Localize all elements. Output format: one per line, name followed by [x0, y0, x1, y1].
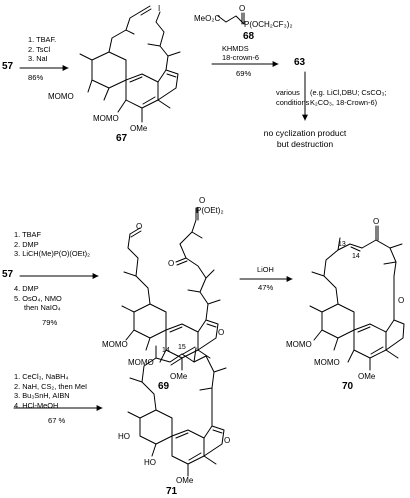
outcome-line: but destruction	[276, 139, 334, 149]
compound-label-69: 69	[158, 381, 170, 392]
start-compound-57-row1: 57	[2, 61, 14, 72]
c13-label-70: 13	[338, 241, 346, 248]
reagent-68-phosphonate: P(OCH₂CF₃)₂	[244, 20, 293, 29]
ho-label-lower-71: HO	[144, 458, 156, 467]
condition-line: 2. TsCl	[28, 44, 51, 54]
compound-label-68: 68	[243, 31, 255, 42]
outcome-line: no cyclization product	[263, 128, 347, 138]
condition-line: 1. TBAF	[14, 230, 41, 239]
furan-o-label-70: O	[398, 296, 405, 305]
aldehyde-o-label-69: O	[136, 222, 143, 231]
structure-67	[79, 5, 181, 123]
iodide-label: I	[158, 4, 161, 13]
condition-line: K₂CO₃, 18-Crown-6)	[310, 97, 378, 107]
outcome-note: no cyclization product but destruction	[250, 128, 360, 150]
condition-line: 4. HCl-MeOH	[14, 400, 59, 410]
phosphonate-label-69: P(OEt)₂	[196, 206, 224, 215]
condition-line: 2. NaH, CS₂, then MeI	[14, 381, 88, 391]
ome-label-71: OMe	[176, 476, 194, 485]
conditions-row2-lower: 4. DMP 5. OsO₄, NMO then NaIO₄	[14, 284, 62, 313]
conditions-row2-upper: 1. TBAF 2. DMP 3. LiCH(Me)P(O)(OEt)₂	[14, 230, 90, 259]
yield-row3: 67 %	[48, 416, 66, 425]
structure-68	[217, 12, 245, 25]
momo-label-upper-69: MOMO	[102, 340, 128, 349]
condition-line: 1. TBAF.	[28, 35, 57, 44]
ome-label-70: OMe	[358, 372, 376, 381]
ho-label-upper-71: HO	[118, 432, 130, 441]
conditions-row1-step1: 1. TBAF. 2. TsCl 3. NaI	[28, 35, 56, 64]
condition-line: 3. LiCH(Me)P(O)(OEt)₂	[14, 249, 90, 259]
reagent-68-ester: MeO₂C	[194, 14, 221, 23]
momo-label-lower-67: MOMO	[93, 114, 119, 123]
momo-label-upper-70: MOMO	[286, 340, 312, 349]
various-conditions: various conditions	[276, 88, 309, 107]
reagent-68-oxygen: O	[239, 4, 246, 13]
ome-label-67: OMe	[130, 124, 148, 133]
structure-70	[309, 225, 405, 371]
conditions-row3: 1. CeCl₃, NaBH₄ 2. NaH, CS₂, then MeI 3.…	[14, 372, 87, 410]
compound-label-70: 70	[342, 381, 354, 392]
condition-line: 3. Bu₃SnH, AIBN	[14, 391, 70, 401]
structure-71	[127, 345, 227, 477]
compound-label-63: 63	[294, 57, 306, 68]
condition-line: 4. DMP	[14, 284, 39, 293]
ketone-o-label-70: O	[373, 217, 380, 226]
yield-row2-step2: 47%	[258, 283, 274, 292]
furan-o-label-71: O	[224, 436, 231, 445]
compound-label-71: 71	[166, 486, 178, 497]
c14-label-71: 14	[162, 347, 170, 354]
furan-o-label-69: O	[218, 328, 225, 337]
c14-label-70: 14	[352, 253, 360, 260]
base-khmds: KHMDS	[222, 44, 249, 53]
reagent-lioh: LiOH	[257, 265, 274, 274]
condition-line: 5. OsO₄, NMO	[14, 293, 62, 303]
compound-label-67: 67	[116, 133, 128, 144]
yield-row1-step2: 69%	[236, 69, 252, 78]
condition-line: (e.g. LiCl,DBU; CsCO₃;	[310, 88, 387, 97]
condition-line: 3. NaI	[28, 54, 48, 64]
example-conditions: (e.g. LiCl,DBU; CsCO₃; K₂CO₃, 18-Crown-6…	[310, 88, 387, 107]
structure-69	[121, 207, 221, 371]
yield-row1-step1: 86%	[28, 73, 44, 82]
condition-line: 2. DMP	[14, 239, 39, 249]
momo-label-lower-70: MOMO	[314, 358, 340, 367]
additive-crown: 18-crown-6	[222, 53, 259, 62]
yield-row2-step1: 79%	[42, 318, 58, 327]
ome-label-69: OMe	[170, 372, 188, 381]
condition-line: conditions	[276, 97, 310, 107]
condition-line: various	[276, 88, 300, 97]
c15-label-71: 15	[178, 344, 186, 351]
momo-label-lower-69: MOMO	[128, 358, 154, 367]
condition-line: then NaIO₄	[24, 303, 61, 313]
momo-label-upper-67: MOMO	[48, 92, 74, 101]
start-compound-57-row2: 57	[2, 269, 14, 280]
p-oxygen-label-69: O	[199, 196, 206, 205]
condition-line: 1. CeCl₃, NaBH₄	[14, 372, 69, 381]
ketone-o-label-69: O	[168, 259, 175, 268]
